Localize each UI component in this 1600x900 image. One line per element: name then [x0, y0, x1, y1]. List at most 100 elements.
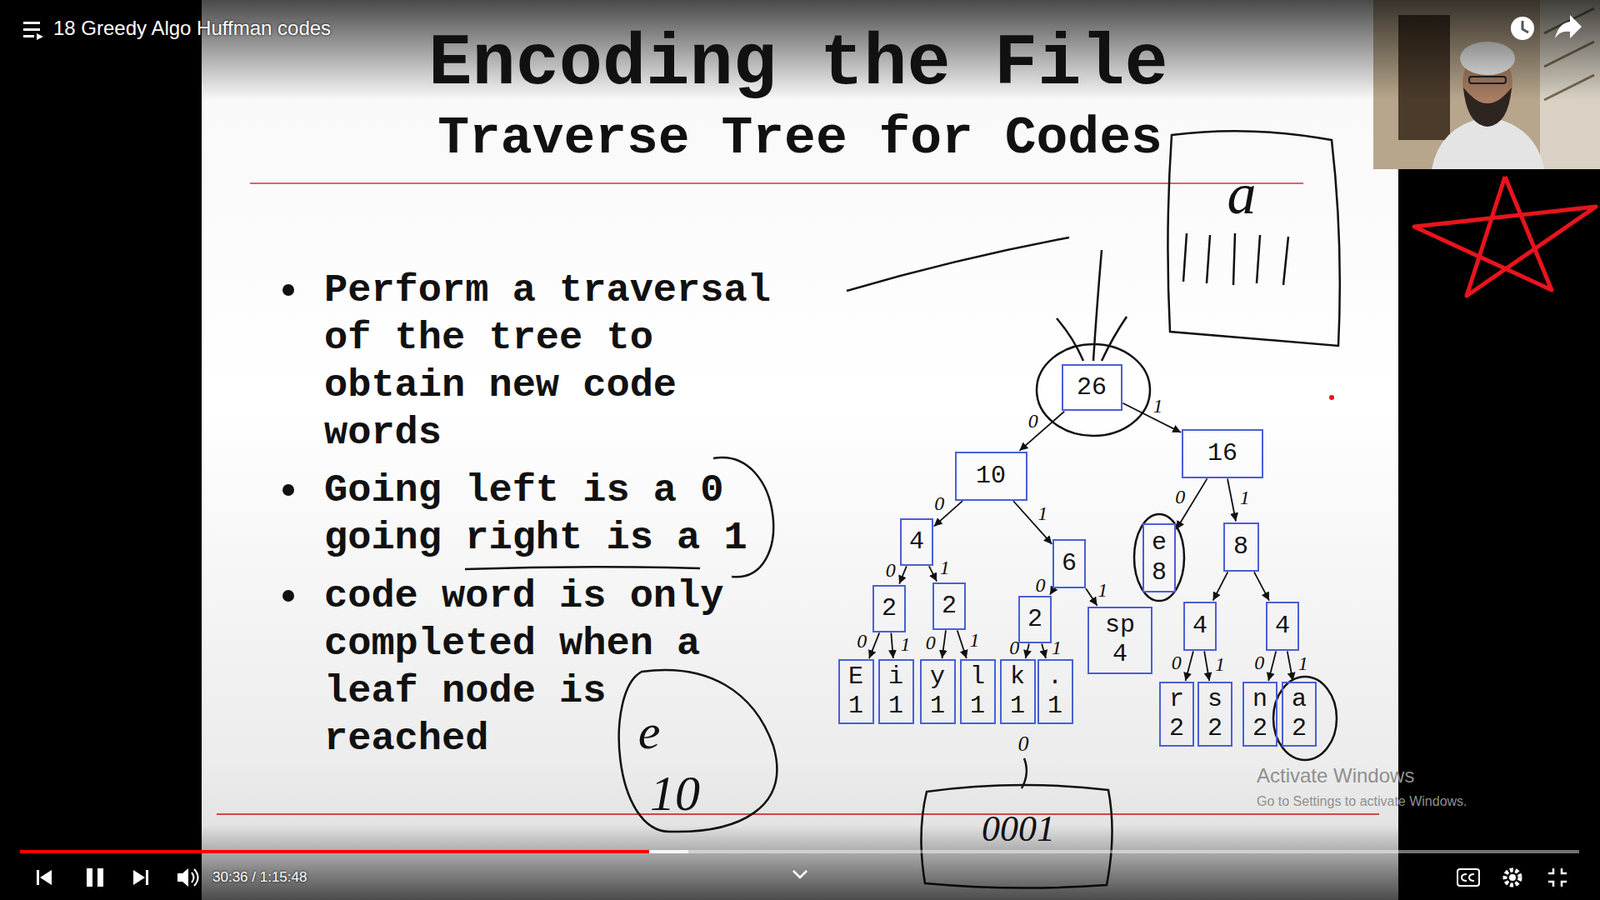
node-value: 2 — [1291, 715, 1307, 743]
node-value: 2 — [881, 595, 897, 623]
pause-icon — [97, 868, 104, 887]
pen-stroke — [1021, 758, 1027, 789]
leaf-node: e8 — [1142, 523, 1176, 593]
edge-bit: 1 — [1152, 395, 1163, 416]
node-value: a — [1291, 685, 1307, 714]
edge-bit: 1 — [1051, 637, 1062, 658]
edge-bit: 0 — [925, 632, 936, 653]
tree-node: 10 — [955, 451, 1028, 501]
playlist-icon — [23, 21, 40, 25]
handwritten-bit: 0 — [1018, 733, 1030, 755]
bullet-text: Going left is a 0 going right is a 1 — [324, 466, 783, 562]
node-value: 1 — [930, 692, 945, 720]
pen-stroke — [846, 237, 1070, 291]
node-value: 2 — [1207, 715, 1223, 743]
edge-bit: 1 — [1298, 653, 1309, 674]
watch-later-icon — [1522, 20, 1529, 33]
tree-edge — [1213, 571, 1229, 600]
tree-edge — [899, 565, 907, 584]
leaf-node: .1 — [1037, 659, 1074, 725]
tally-mark — [1233, 233, 1235, 285]
node-value: l — [970, 663, 985, 691]
tree-node: 4 — [1265, 601, 1300, 651]
playlist-icon — [23, 28, 40, 31]
node-value: n — [1252, 685, 1268, 714]
leaf-node: E1 — [838, 659, 875, 725]
node-value: s — [1207, 685, 1223, 714]
edge-bit: 0 — [1035, 575, 1046, 595]
bullet-dot — [282, 484, 295, 496]
playlist-icon — [23, 35, 35, 38]
edge-bit: 1 — [1037, 503, 1048, 524]
tree-edge — [1185, 650, 1194, 681]
tree-node: 6 — [1052, 539, 1086, 589]
pen-underline — [465, 566, 700, 570]
node-value: 4 — [909, 528, 925, 556]
bullet-text: code word is only completed when a leaf … — [324, 572, 783, 763]
leaf-node: r2 — [1159, 681, 1195, 747]
tree-edge — [1122, 403, 1181, 433]
node-value: k — [1010, 663, 1025, 691]
edge-bit: 1 — [900, 634, 911, 655]
tree-edge — [1025, 643, 1030, 659]
node-value: 4 — [1112, 640, 1128, 669]
edge-bit: 1 — [1097, 580, 1108, 600]
tree-edge — [1287, 650, 1294, 681]
volume-icon — [191, 869, 199, 886]
pen-circle — [1134, 514, 1185, 601]
pen-box — [1167, 130, 1340, 346]
node-value: 1 — [848, 692, 864, 720]
node-value: e — [1151, 529, 1167, 557]
tree-edge — [941, 630, 946, 659]
bullet-dot — [282, 284, 295, 296]
tally-mark — [1283, 236, 1289, 285]
edge-bit: 0 — [1175, 486, 1185, 507]
edge-bit: 1 — [969, 630, 980, 650]
share-icon — [1555, 15, 1582, 39]
red-rule — [216, 813, 1380, 815]
tree-edge — [1050, 588, 1054, 595]
video-title: 18 Greedy Algo Huffman codes — [53, 16, 331, 41]
handwritten-note: e — [638, 706, 661, 757]
leaf-node: sp4 — [1087, 606, 1153, 675]
bullet-dot — [282, 590, 295, 602]
tree-edge — [1227, 478, 1236, 521]
tree-edge — [890, 632, 893, 659]
tally-mark — [1183, 233, 1187, 282]
settings-icon — [1509, 874, 1516, 881]
tree-edge — [957, 630, 967, 659]
progress-played — [20, 850, 650, 854]
node-value: 1 — [970, 692, 985, 720]
tree-node: 2 — [1018, 595, 1052, 644]
next-icon — [133, 870, 145, 885]
leaf-node: n2 — [1242, 681, 1278, 747]
fullscreen-exit-icon — [1548, 868, 1567, 887]
tree-node: 2 — [932, 582, 966, 630]
node-value: 1 — [888, 692, 904, 720]
playlist-icon — [36, 33, 44, 40]
tree-edge — [1013, 500, 1052, 545]
node-value: 2 — [1027, 605, 1043, 634]
tree-node: 4 — [900, 518, 934, 566]
tree-edge — [1268, 650, 1276, 681]
edge-bit: 0 — [856, 630, 867, 651]
time-display: 30:36 / 1:15:48 — [212, 869, 307, 886]
node-value: 8 — [1233, 533, 1249, 561]
node-value: 8 — [1151, 559, 1167, 587]
red-dot — [1329, 395, 1335, 400]
slide-subtitle: Traverse Tree for Codes — [437, 112, 1163, 165]
tally-mark — [1206, 235, 1210, 284]
previous-icon — [36, 870, 40, 885]
leaf-node: y1 — [920, 659, 956, 725]
edge-bit: 0 — [885, 560, 896, 580]
tree-edge — [1254, 571, 1270, 600]
tree-node: 16 — [1181, 429, 1264, 479]
tree-edge — [929, 565, 937, 581]
bullet-text: Perform a traversal of the tree to obtai… — [324, 266, 783, 457]
tree-node: 26 — [1061, 364, 1123, 411]
edge-bit: 0 — [1171, 652, 1182, 673]
node-value: 6 — [1061, 550, 1077, 578]
progress-buffer — [20, 850, 689, 854]
node-value: 10 — [975, 462, 1006, 490]
tree-node: 4 — [1183, 601, 1217, 651]
